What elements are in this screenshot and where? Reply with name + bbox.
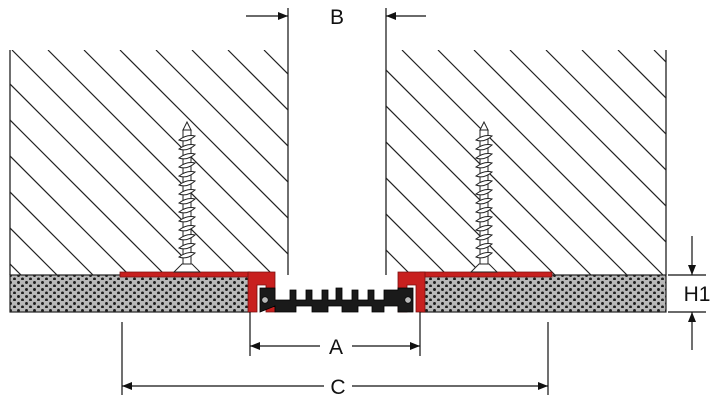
dimension-b: B	[246, 6, 426, 29]
dimension-label-a: A	[329, 336, 343, 359]
arrowhead-icon	[688, 312, 696, 322]
left-profile-base	[9, 274, 251, 313]
hatch-line	[581, 50, 666, 135]
dimension-a: A	[249, 312, 421, 359]
gasket-insert	[259, 287, 414, 313]
hatch-line	[386, 249, 412, 275]
arrowhead-icon	[410, 342, 420, 350]
arrowhead-icon	[278, 12, 288, 20]
hatch-line	[386, 177, 484, 275]
dimension-h1: H1	[668, 236, 710, 350]
hatch-line	[10, 83, 202, 275]
hatch-line	[47, 50, 274, 275]
hatch-line	[227, 50, 288, 111]
arrowhead-icon	[122, 382, 132, 390]
hatch-line	[401, 50, 628, 275]
hatch-line	[10, 155, 130, 275]
hatch-line	[10, 191, 94, 275]
hatch-line	[10, 119, 166, 275]
right-profile-base	[419, 274, 667, 313]
arrowhead-icon	[250, 342, 260, 350]
hatch-line	[509, 50, 666, 207]
hatch-line	[437, 50, 664, 275]
left-hatch	[10, 50, 288, 275]
screw-icon	[172, 120, 202, 273]
dimension-c: C	[121, 322, 549, 399]
hatch-line	[10, 227, 58, 275]
hatch-line	[83, 50, 288, 255]
dimension-label-b: B	[330, 6, 344, 29]
dimension-label-c: C	[330, 376, 345, 399]
right-substrate-block	[385, 8, 667, 275]
hatch-line	[263, 50, 288, 75]
dimension-label-h1: H1	[684, 283, 711, 306]
hatch-line	[11, 50, 238, 275]
left-substrate-block	[9, 8, 289, 275]
screw-icon	[469, 120, 499, 273]
hatch-line	[386, 105, 556, 275]
hatch-line	[119, 50, 288, 219]
hatch-line	[155, 50, 288, 183]
hatch-line	[386, 69, 592, 275]
hatch-line	[617, 50, 666, 99]
hatch-line	[473, 50, 666, 243]
arrowhead-icon	[386, 12, 396, 20]
right-hatch	[386, 50, 666, 275]
hatch-line	[191, 50, 288, 147]
hatch-line	[653, 50, 666, 63]
hatch-line	[386, 213, 448, 275]
arrowhead-icon	[538, 382, 548, 390]
arrowhead-icon	[688, 265, 696, 275]
hatch-line	[545, 50, 666, 171]
